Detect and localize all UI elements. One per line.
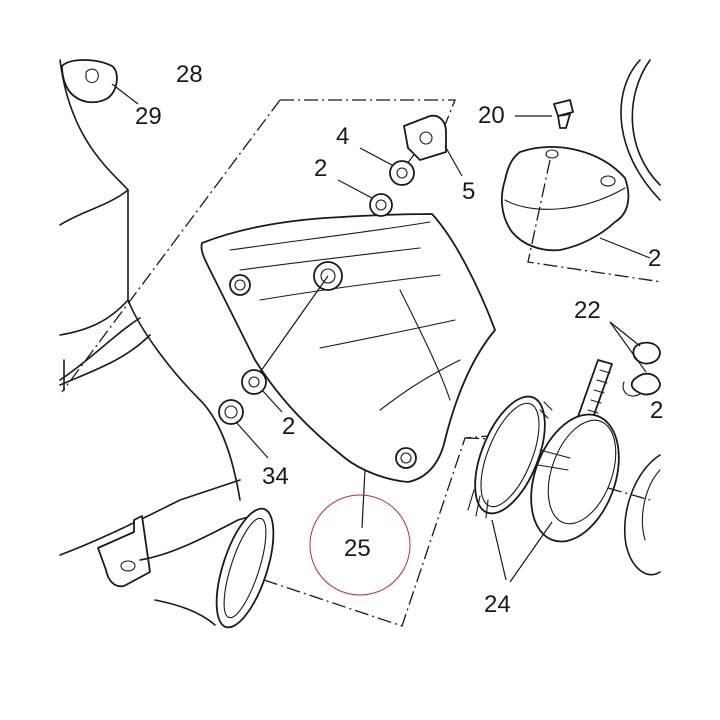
callout-22: 22 — [574, 297, 601, 324]
right-partial-part — [624, 454, 661, 576]
right-housing-edge — [620, 59, 661, 201]
part-22-clips — [609, 321, 661, 397]
callout-2-lower: 2 — [282, 413, 295, 440]
callout-23-partial: 2 — [650, 397, 663, 424]
part-24-clamp-ring — [467, 395, 553, 581]
callout-34: 34 — [262, 463, 289, 490]
part-4-washer — [359, 147, 415, 186]
callout-20: 20 — [478, 102, 505, 129]
part-2-washer-upper — [337, 179, 393, 217]
part-24-adapter — [509, 413, 651, 583]
callout-21-partial: 2 — [648, 245, 661, 272]
callout-28: 28 — [176, 61, 203, 88]
part-25-heat-shield — [200, 213, 496, 483]
callout-labels: 28 29 20 4 2 5 2 34 25 22 24 2 2 — [135, 61, 663, 618]
part-29-bracket — [61, 59, 139, 105]
part-34-nut — [218, 399, 269, 459]
callout-2-upper: 2 — [314, 155, 327, 182]
callout-5: 5 — [462, 178, 475, 205]
callout-4: 4 — [336, 123, 349, 150]
part-25-leader — [361, 469, 366, 529]
callout-25: 25 — [344, 535, 371, 562]
left-body-assembly — [59, 59, 275, 629]
part-2-washer-lower — [241, 369, 283, 413]
callout-29: 29 — [135, 103, 162, 130]
part-25-highlight-ring — [309, 494, 411, 596]
callout-24: 24 — [484, 591, 511, 618]
part-5-clip — [403, 114, 463, 177]
part-21-cover — [500, 99, 663, 283]
